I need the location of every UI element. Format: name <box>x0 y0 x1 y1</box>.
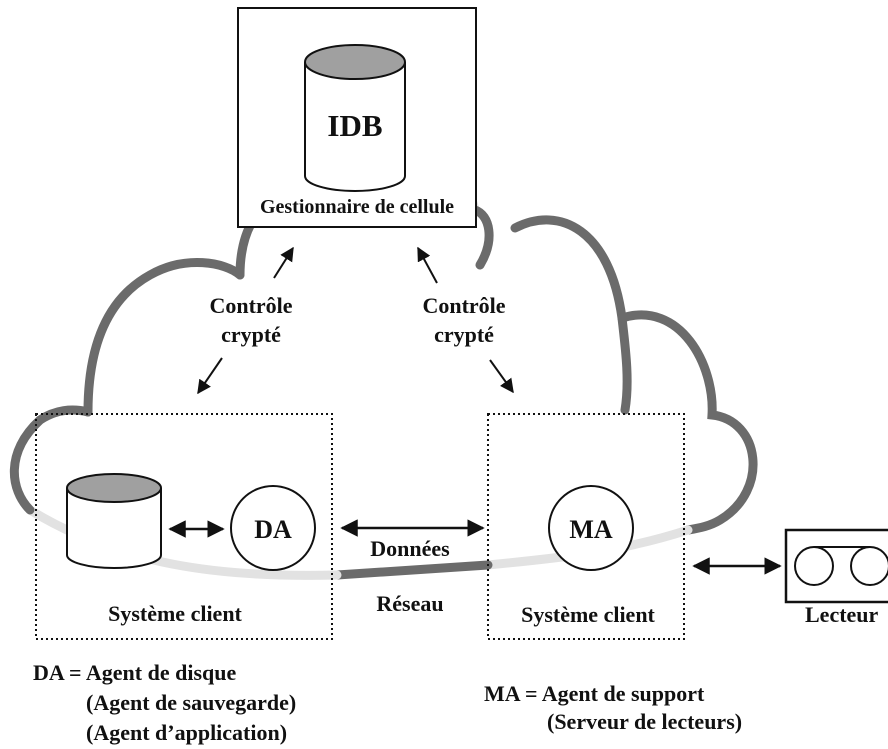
control-left-line2: crypté <box>221 322 281 347</box>
legend-ma: MA = Agent de support (Serveur de lecteu… <box>484 681 742 734</box>
cell-manager: IDB Gestionnaire de cellule <box>237 7 477 228</box>
idb-label: IDB <box>327 108 382 143</box>
data-flow: Données Réseau <box>340 519 485 616</box>
control-left-line1: Contrôle <box>209 293 292 318</box>
idb-cylinder-body <box>304 62 406 192</box>
client-system-left: DA Système client <box>35 413 333 640</box>
disk-cylinder-body <box>66 488 162 569</box>
control-right: Contrôle crypté <box>417 246 514 394</box>
legend-ma-line1: MA = Agent de support <box>484 681 705 706</box>
legend-da-line3: (Agent d’application) <box>86 720 287 745</box>
drive-label: Lecteur <box>805 602 879 627</box>
ma-agent-label: MA <box>569 515 613 544</box>
control-right-arrow-down <box>489 359 514 394</box>
network-label: Réseau <box>376 591 443 616</box>
drive-reel-left-icon <box>794 546 834 586</box>
control-right-line1: Contrôle <box>422 293 505 318</box>
cloud-outline-upper-right <box>510 215 632 415</box>
drive: Lecteur <box>692 528 888 627</box>
control-right-line2: crypté <box>434 322 494 347</box>
cloud-outline-top-right <box>470 205 494 270</box>
disk-cylinder-top <box>66 473 162 503</box>
cell-manager-caption: Gestionnaire de cellule <box>260 196 454 218</box>
cloud-outline-bottom <box>25 505 342 580</box>
drive-reel-right-icon <box>850 546 888 586</box>
control-left: Contrôle crypté <box>197 246 294 395</box>
da-agent-circle <box>230 485 316 571</box>
ma-agent-circle <box>548 485 634 571</box>
client-system-right: MA Système client <box>487 413 685 640</box>
idb-cylinder-top <box>304 44 406 80</box>
legend-da: DA = Agent de disque (Agent de sauvegard… <box>33 660 296 745</box>
cloud-outline-network-segment <box>332 560 493 580</box>
legend-ma-line2: (Serveur de lecteurs) <box>547 709 742 734</box>
data-label: Données <box>370 536 450 561</box>
da-agent-label: DA <box>254 515 292 544</box>
legend-da-line2: (Agent de sauvegarde) <box>86 690 296 715</box>
cloud-outline-right-lobe <box>617 310 758 535</box>
cloud-outline-main <box>83 257 245 417</box>
control-left-arrow-up <box>273 246 294 279</box>
client-left-caption: Système client <box>108 601 242 626</box>
control-left-arrow-down <box>197 357 223 395</box>
control-right-arrow-up <box>417 246 438 284</box>
client-right-caption: Système client <box>521 602 655 627</box>
legend-da-line1: DA = Agent de disque <box>33 660 236 685</box>
